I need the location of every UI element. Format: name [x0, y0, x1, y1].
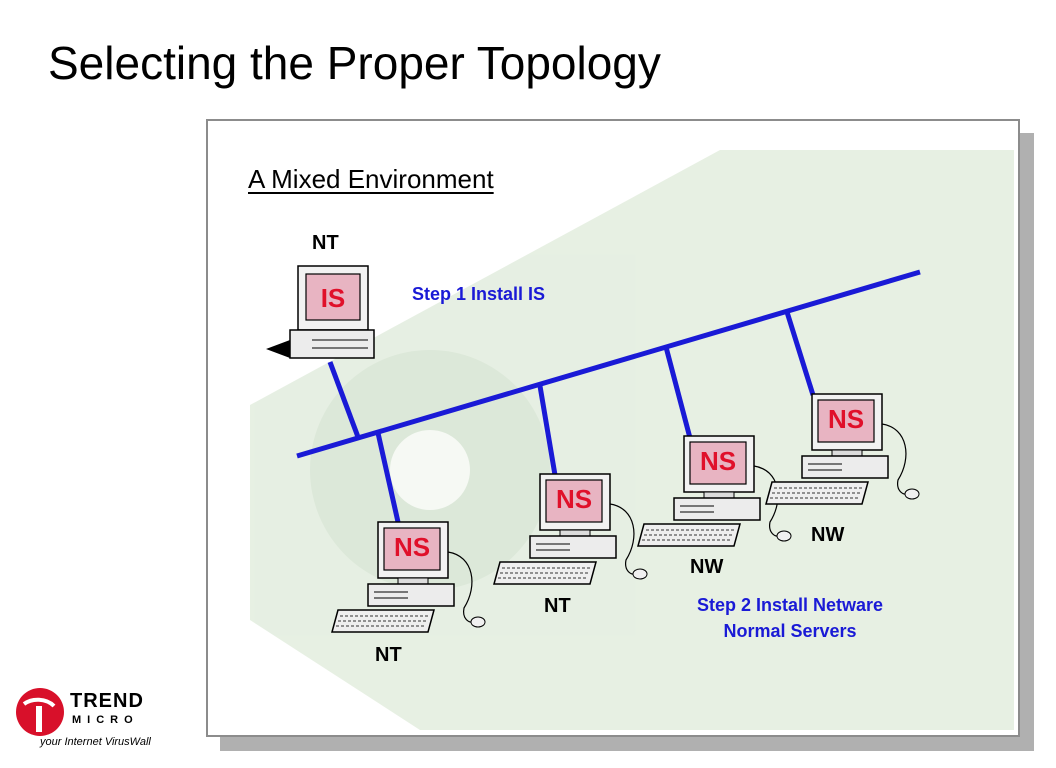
- network-drop-1: [375, 432, 401, 523]
- screen-label-ns-4: NS: [828, 404, 864, 434]
- trend-micro-logo: TREND MICRO your Internet VirusWall: [10, 684, 170, 756]
- os-label-ns-1: NT: [375, 644, 402, 666]
- is-server-computer: IS: [266, 265, 375, 359]
- step-2-line-2: Normal Servers: [723, 621, 857, 641]
- ns-computer-3: NS: [637, 435, 792, 547]
- screen-label-ns-2: NS: [556, 484, 592, 514]
- diagram-subtitle: A Mixed Environment: [248, 164, 494, 194]
- ns-computer-4: NS: [765, 393, 920, 505]
- logo-word-micro: MICRO: [72, 714, 139, 726]
- step-2-line-1: Step 2 Install Netware: [696, 595, 884, 615]
- os-label-ns-3: NW: [690, 556, 724, 578]
- network-backbone: [296, 269, 921, 459]
- os-label-ns-2: NT: [544, 595, 571, 617]
- step-2-label: Step 2 Install Netware Normal Servers: [660, 592, 920, 644]
- slide-title: Selecting the Proper Topology: [48, 37, 661, 89]
- screen-label-ns-1: NS: [394, 532, 430, 562]
- os-label-ns-4: NW: [811, 524, 845, 546]
- diagram-panel: [206, 119, 1020, 737]
- screen-label-ns-3: NS: [700, 446, 736, 476]
- network-drop-3: [663, 346, 693, 439]
- network-drop-4: [784, 311, 816, 396]
- ns-computer-1: NS: [331, 521, 486, 633]
- logo-tagline: your Internet VirusWall: [40, 736, 151, 748]
- logo-word-trend: TREND: [70, 690, 144, 712]
- network-drop-2: [537, 385, 558, 476]
- os-label-is: NT: [312, 232, 339, 254]
- trend-micro-logo-mark: [16, 688, 64, 736]
- network-drop-is: [327, 361, 361, 438]
- step-1-label: Step 1 Install IS: [412, 284, 546, 304]
- screen-label-is: IS: [321, 283, 346, 313]
- ns-computer-2: NS: [493, 473, 648, 585]
